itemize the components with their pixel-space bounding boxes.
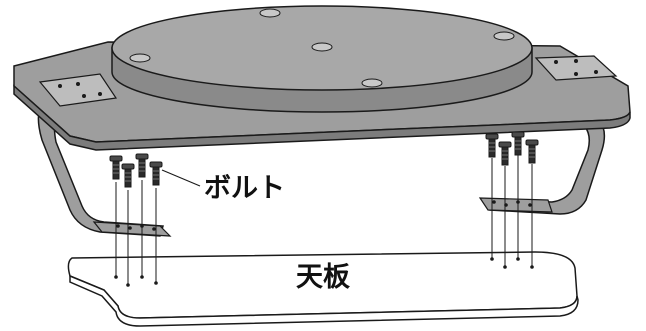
bolt-leader-line: [161, 169, 201, 187]
right-bolt-guide-ends: [490, 257, 534, 269]
right-bolts: [485, 131, 539, 166]
bolt-icon: [511, 131, 525, 156]
left-bolt-guide-ends: [114, 275, 158, 287]
bolt-label: ボルト: [204, 173, 285, 204]
turntable-disc: [111, 5, 533, 113]
left-bolt-guide-lines: [115, 180, 157, 284]
left-bolts: [109, 153, 163, 188]
bolt-icon: [109, 155, 123, 180]
top-board-label: 天板: [296, 262, 350, 293]
bolt-icon: [135, 153, 149, 178]
right-foot-bracket: [478, 197, 553, 213]
left-foot-bracket: [92, 221, 172, 237]
bolt-icon: [485, 133, 499, 158]
top-board: [67, 251, 579, 327]
right-bolt-guide-lines: [491, 155, 533, 266]
bolt-icon: [121, 163, 135, 188]
bolt-icon: [525, 139, 539, 164]
bolt-icon: [149, 161, 163, 186]
bolt-icon: [498, 141, 512, 166]
